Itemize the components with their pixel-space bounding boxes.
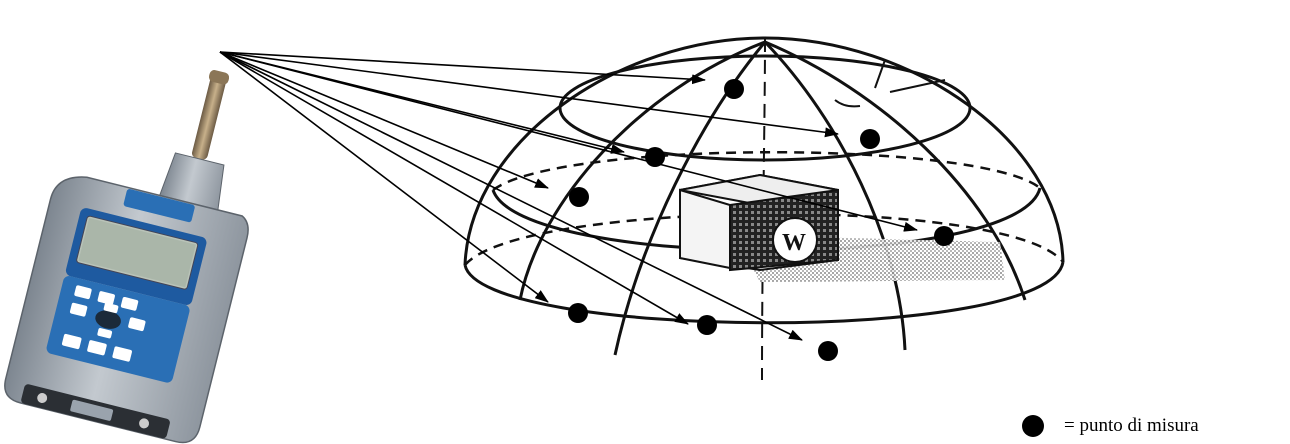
noise-source-box: W xyxy=(680,175,1005,282)
measurement-point-icon xyxy=(1022,415,1044,437)
measurement-point-marker xyxy=(645,147,665,167)
arrow-to-point-4 xyxy=(220,52,548,188)
legend-label: = punto di misura xyxy=(1064,415,1199,437)
legend: = punto di misura xyxy=(1022,414,1199,438)
sound-level-meter-icon xyxy=(1,39,285,444)
arrow-to-point-7 xyxy=(220,52,688,324)
svg-text:W: W xyxy=(782,230,806,256)
arrow-to-point-5 xyxy=(220,52,917,230)
measurement-point-marker xyxy=(568,303,588,323)
measurement-point-marker xyxy=(569,187,589,207)
measurement-point-marker xyxy=(697,315,717,335)
measurement-point-marker xyxy=(860,129,880,149)
measurement-point-marker xyxy=(724,79,744,99)
measurement-point-marker xyxy=(934,226,954,246)
measurement-point-marker xyxy=(818,341,838,361)
